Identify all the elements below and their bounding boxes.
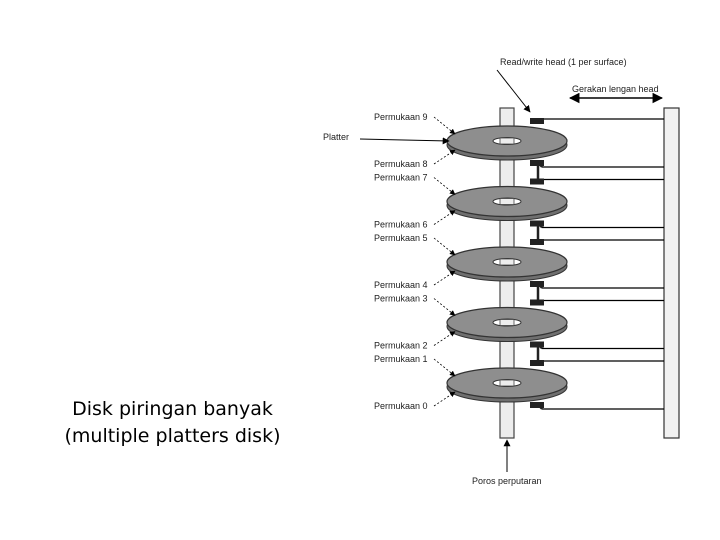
surface-label: Permukaan 4 <box>374 280 428 290</box>
surface-label: Permukaan 2 <box>374 341 428 351</box>
head-arm <box>530 178 664 185</box>
read-write-head <box>530 402 544 408</box>
read-write-head <box>530 118 544 124</box>
surface-label: Permukaan 9 <box>374 112 428 122</box>
surface-label: Permukaan 6 <box>374 220 428 230</box>
head-arm <box>530 118 664 124</box>
actuator-column <box>663 107 680 439</box>
surface-label: Permukaan 7 <box>374 173 428 183</box>
head-arm <box>530 341 664 350</box>
head-arm <box>530 402 664 410</box>
surface-label: Permukaan 5 <box>374 233 428 243</box>
head-arm <box>530 220 664 229</box>
surface-pointer <box>433 358 456 377</box>
surface-pointer <box>433 391 456 407</box>
head-arm <box>530 360 664 366</box>
surface-pointer <box>433 270 456 286</box>
platter <box>446 306 568 342</box>
surface-labels: Permukaan 9 Permukaan 8 Permukaan 7 Permuka… <box>374 112 456 411</box>
caption-line-2: (multiple platters disk) <box>64 425 281 447</box>
head-arm <box>530 299 664 306</box>
platter-pointer <box>359 137 450 145</box>
surface-pointer <box>433 149 456 165</box>
surface-pointer <box>433 298 456 316</box>
slide-caption: Disk piringan banyak (multiple platters … <box>40 396 305 450</box>
platter <box>446 367 568 403</box>
readwrite-head-label: Read/write head (1 per surface) <box>500 57 627 67</box>
surface-pointer <box>433 177 456 195</box>
spindle-label: Poros perputaran <box>472 476 542 486</box>
head-arm <box>530 239 664 245</box>
surface-label: Permukaan 1 <box>374 354 428 364</box>
readwrite-head-arrow <box>496 69 531 113</box>
arm-motion-label: Gerakan lengan head <box>572 84 659 94</box>
head-arm <box>530 160 664 168</box>
surface-label: Permukaan 8 <box>374 159 428 169</box>
surface-pointer <box>433 237 456 256</box>
caption-line-1: Disk piringan banyak <box>72 398 273 420</box>
head-arms <box>530 118 664 410</box>
surface-label: Permukaan 3 <box>374 294 428 304</box>
platter <box>446 185 568 221</box>
surface-pointer <box>433 210 456 225</box>
surface-label: Permukaan 0 <box>374 401 428 411</box>
platters <box>446 125 568 403</box>
platter-label: Platter <box>323 132 349 142</box>
surface-pointer <box>433 331 456 346</box>
head-arm <box>530 281 664 289</box>
surface-pointer <box>433 116 456 135</box>
platter <box>446 125 568 161</box>
platter <box>446 246 568 282</box>
